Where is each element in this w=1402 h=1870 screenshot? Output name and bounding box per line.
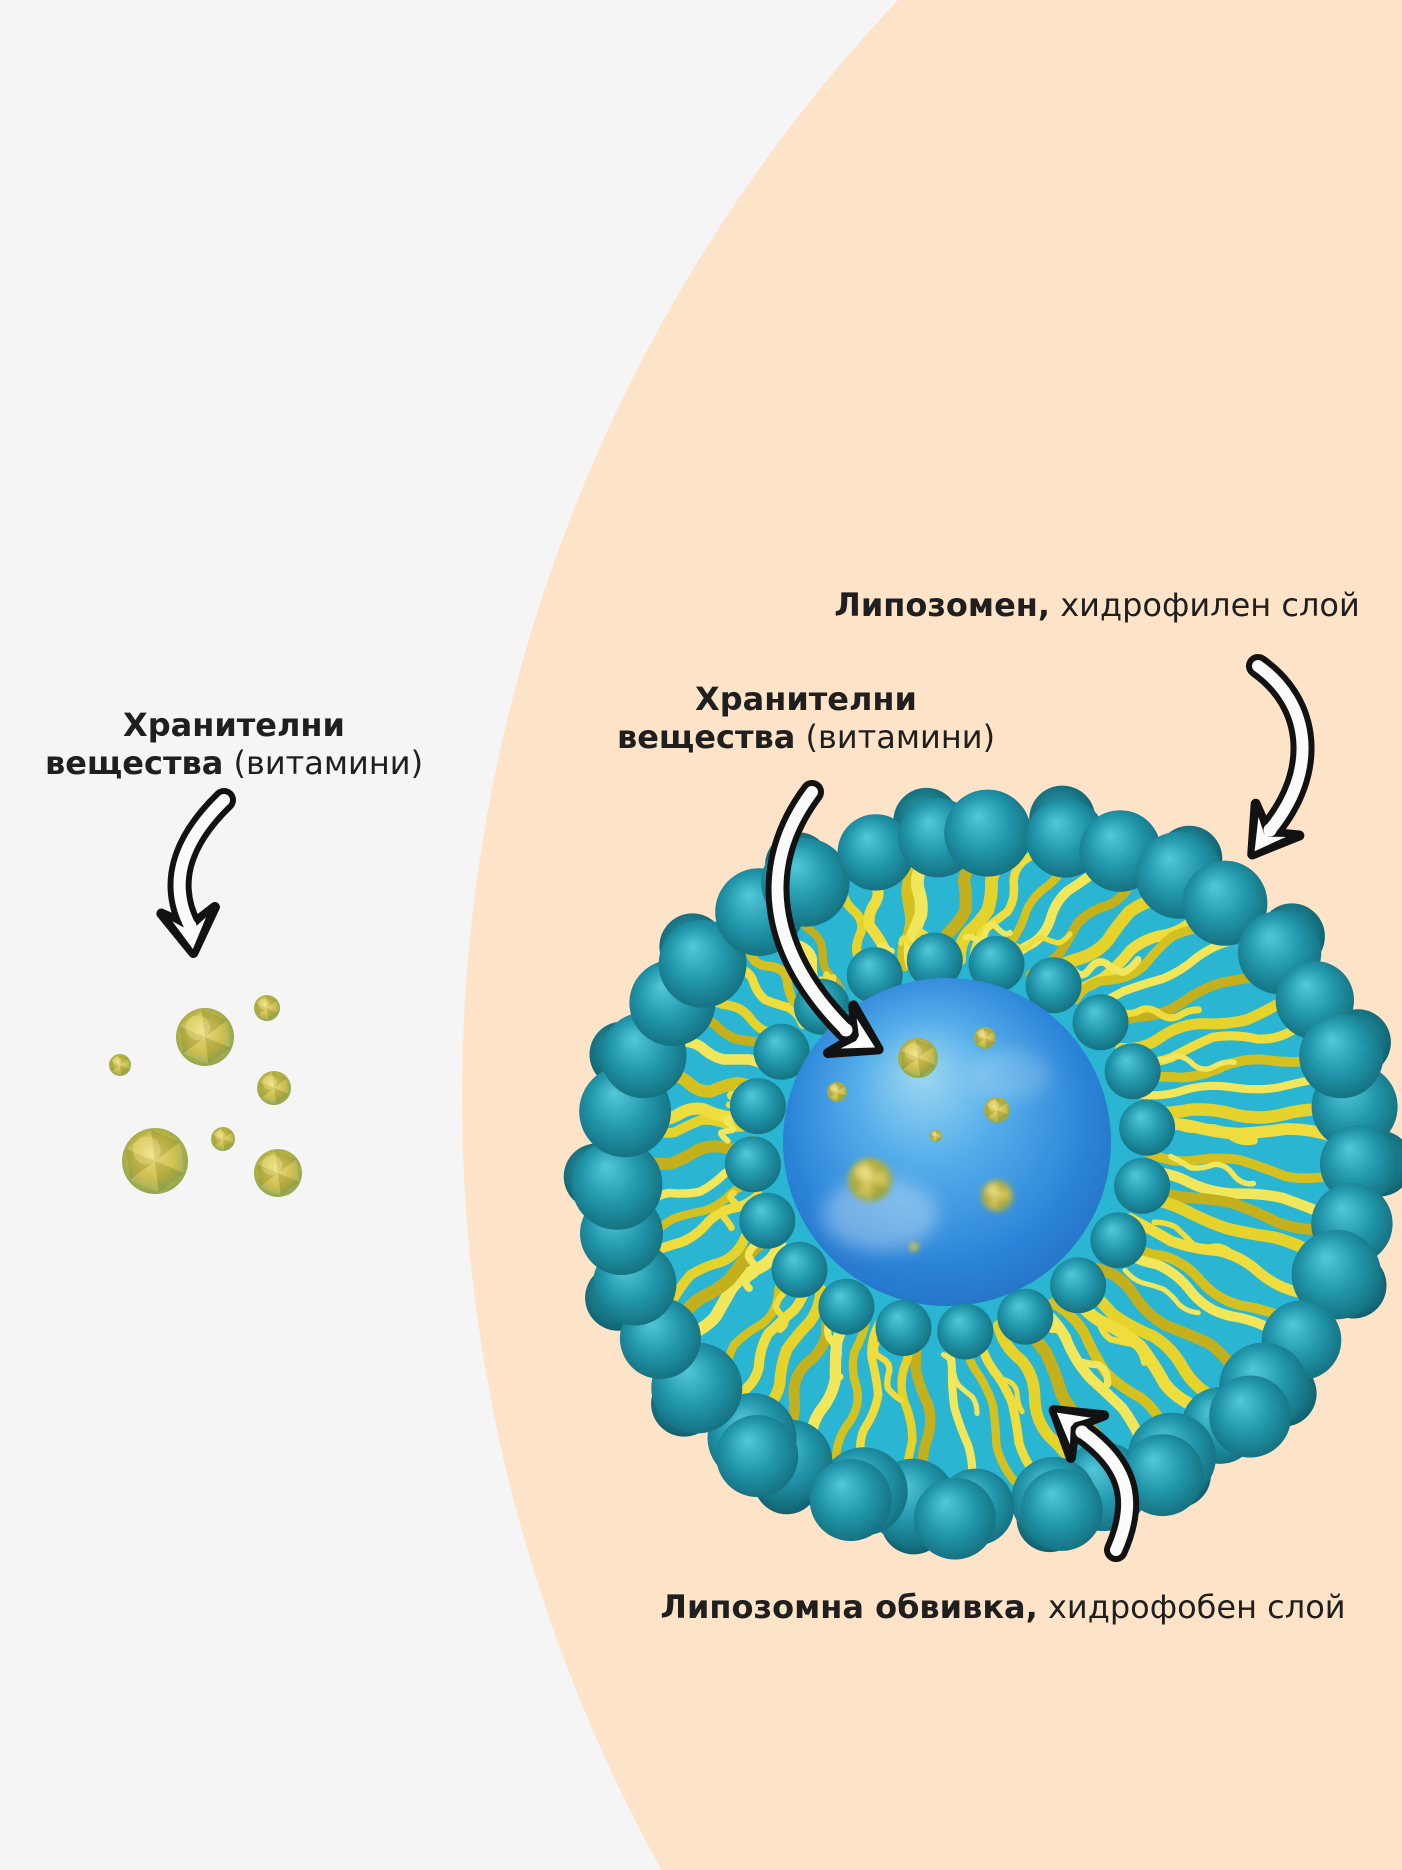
vitamin-particle — [984, 1097, 1010, 1123]
label-nutrients-center-line1-bold: Хранителни — [695, 680, 917, 718]
label-nutrients-center: Хранителни вещества (витамини) — [556, 680, 1056, 756]
label-nutrients-center-line2: вещества (витамини) — [556, 718, 1056, 756]
label-nutrients-left-line2-regular: (витамини) — [223, 744, 424, 782]
vitamin-particle — [974, 1027, 996, 1049]
label-nutrients-left-line1-bold: Хранителни — [123, 706, 345, 744]
arrow-nutrients-center — [765, 780, 884, 1059]
label-shell-hydrophobic-bold: Липозомна обвивка, — [660, 1588, 1038, 1626]
vitamin-particle — [848, 1158, 892, 1202]
vitamin-particle — [211, 1127, 235, 1151]
label-nutrients-left-line1: Хранителни — [0, 706, 468, 744]
vitamin-particle — [257, 1071, 291, 1105]
label-liposome-hydrophilic-bold: Липозомен, — [834, 586, 1051, 624]
aqueous-core — [783, 978, 1111, 1306]
label-liposome-hydrophilic-regular: хидрофилен слой — [1050, 586, 1360, 624]
label-shell-hydrophobic-regular: хидрофобен слой — [1037, 1588, 1346, 1626]
label-liposome-hydrophilic: Липозомен, хидрофилен слой — [772, 586, 1402, 624]
arrow-hydrophobic-layer — [1048, 1405, 1140, 1562]
vitamin-particle — [176, 1008, 234, 1066]
label-nutrients-center-line2-regular: (витамини) — [795, 718, 996, 756]
label-shell-hydrophobic: Липозомна обвивка, хидрофобен слой — [653, 1588, 1353, 1626]
vitamin-particle — [898, 1038, 938, 1078]
vitamin-particle — [930, 1130, 942, 1142]
arrow-hydrophilic-layer — [1246, 654, 1315, 860]
label-nutrients-left: Хранителни вещества (витамини) — [0, 706, 468, 782]
vitamin-particle — [122, 1128, 188, 1194]
label-nutrients-left-line2-bold: вещества — [44, 744, 224, 782]
arrow-nutrients-left — [156, 788, 236, 958]
label-nutrients-center-line2-bold: вещества — [616, 718, 796, 756]
vitamin-particle — [909, 1242, 919, 1252]
vitamin-particle — [109, 1054, 131, 1076]
outer-membrane-ring — [571, 789, 1398, 1560]
label-nutrients-center-line1: Хранителни — [556, 680, 1056, 718]
label-nutrients-left-line2: вещества (витамини) — [0, 744, 468, 782]
vitamin-particle — [254, 1149, 302, 1197]
free-vitamin-particles — [109, 995, 302, 1197]
encapsulated-vitamin-particles — [827, 1027, 1013, 1252]
vitamin-particle — [981, 1180, 1013, 1212]
vitamin-particle — [254, 995, 280, 1021]
inner-membrane-ring-front — [739, 1099, 1176, 1360]
vitamin-particle — [827, 1082, 847, 1102]
